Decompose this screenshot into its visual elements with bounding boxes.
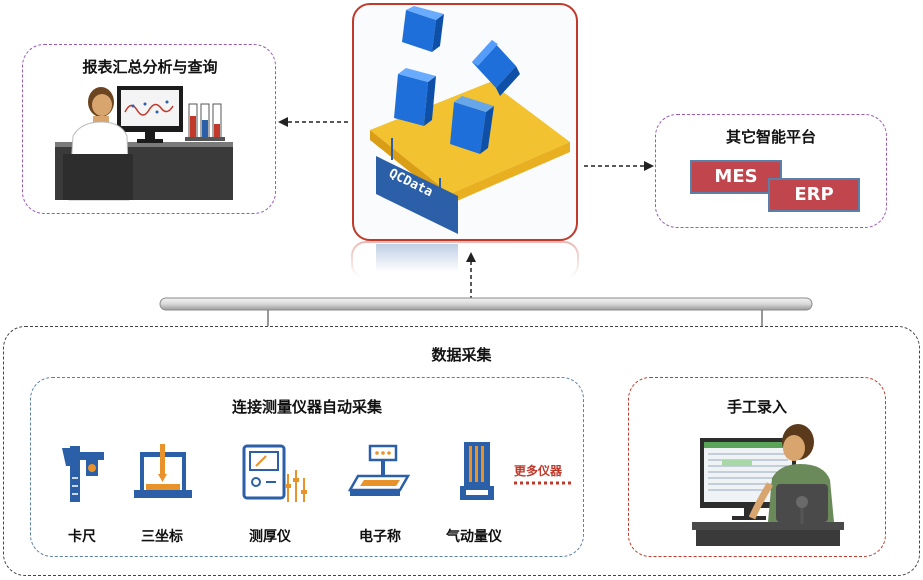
erp-tag-label: ERP — [794, 184, 834, 205]
instrument-label-caliper: 卡尺 — [68, 529, 96, 545]
manual-entry-box — [628, 377, 886, 557]
caliper-icon — [62, 446, 104, 502]
cmm-icon — [134, 444, 192, 498]
more-instruments-label: 更多仪器 — [514, 464, 563, 478]
data-collection-box — [3, 326, 920, 576]
report-box-title: 报表汇总分析与查询 — [82, 58, 218, 76]
auto-collection-box — [30, 377, 584, 557]
more-instruments-dots — [514, 481, 572, 485]
auto-collection-title: 连接测量仪器自动采集 — [231, 398, 382, 416]
platform-box-title: 其它智能平台 — [725, 128, 816, 146]
report-box — [22, 44, 276, 214]
manual-entry-illustration-icon — [692, 424, 844, 546]
arrow-to-platforms — [584, 161, 654, 171]
qcdata-platform-icon: QCData — [370, 6, 570, 234]
mes-tag: MES — [690, 160, 782, 194]
arrow-to-report — [278, 117, 348, 127]
analyst-illustration-icon — [55, 86, 233, 201]
platform-box — [655, 114, 887, 228]
data-collection-title: 数据采集 — [431, 346, 492, 364]
mes-tag-label: MES — [714, 166, 758, 187]
manual-entry-title: 手工录入 — [726, 398, 787, 416]
erp-tag: ERP — [768, 178, 860, 212]
instrument-label-scale: 电子称 — [359, 529, 401, 545]
thickness-gauge-icon — [242, 444, 307, 502]
electronic-scale-icon — [347, 444, 411, 496]
instrument-label-pneumatic: 气动量仪 — [446, 529, 502, 545]
instrument-label-thickness: 测厚仪 — [249, 529, 291, 545]
data-bus-pipe — [159, 297, 813, 326]
qcdata-reflection-icon — [351, 241, 579, 279]
instrument-label-cmm: 三坐标 — [141, 529, 183, 545]
arrow-up-to-qcdata — [466, 252, 476, 300]
pneumatic-gauge-icon — [460, 442, 494, 500]
